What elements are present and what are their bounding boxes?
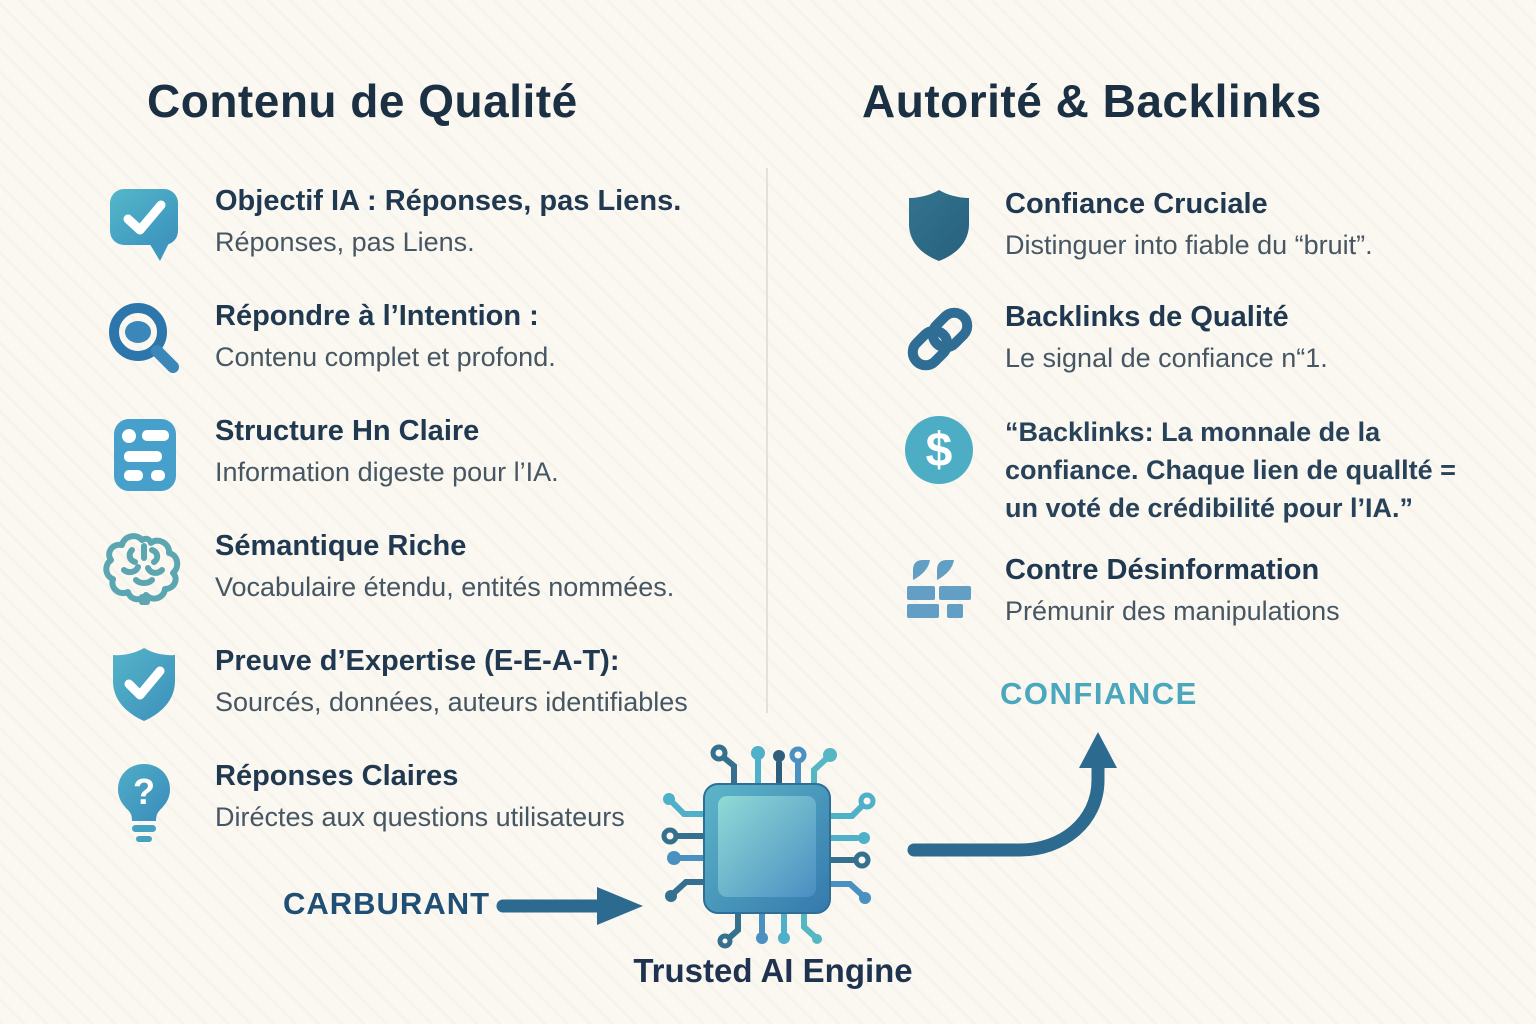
right-column-title: Autorité & Backlinks	[862, 75, 1322, 127]
quote-block: “Backlinks: La monnale de la confiance. …	[1005, 412, 1456, 527]
list-item: Objectif IA : Réponses, pas Liens. Répon…	[102, 183, 792, 298]
item-subtitle: Diréctes aux questions utilisateurs	[215, 802, 625, 832]
ai-chip-icon	[646, 736, 894, 951]
link-icon	[903, 299, 977, 377]
item-subtitle: Sourcés, données, auteurs identifiables	[215, 687, 688, 717]
right-column-list: Confiance Cruciale Distinguer into fiabl…	[903, 186, 1463, 665]
curved-arrow-up-icon	[902, 722, 1127, 867]
brick-wall-icon	[903, 552, 977, 630]
item-subtitle: Vocabulaire étendu, entités nommées.	[215, 572, 675, 602]
bulb-question-icon: ?	[102, 758, 190, 842]
confiance-label: CONFIANCE	[1000, 676, 1198, 711]
engine-label: Trusted AI Engine	[633, 952, 913, 989]
left-column-list: Objectif IA : Réponses, pas Liens. Répon…	[102, 183, 792, 873]
list-item: Confiance Cruciale Distinguer into fiabl…	[903, 186, 1463, 299]
left-column-title: Contenu de Qualité	[147, 75, 578, 127]
svg-text:$: $	[926, 424, 953, 477]
item-title: Réponses Claires	[215, 760, 459, 792]
quote-line: confiance. Chaque lien de quallté =	[1005, 455, 1456, 485]
item-subtitle: Réponses, pas Liens.	[215, 227, 475, 257]
carburant-label: CARBURANT	[283, 886, 491, 921]
list-item: Backlinks de Qualité Le signal de confia…	[903, 299, 1463, 412]
item-subtitle: Distinguer into fiable du “bruit”.	[1005, 230, 1373, 260]
list-item: ? Réponses Claires Diréctes aux question…	[102, 758, 792, 873]
item-title: Contre Désinformation	[1005, 554, 1320, 586]
item-subtitle: Contenu complet et profond.	[215, 342, 556, 372]
list-icon	[102, 413, 190, 497]
column-divider	[766, 168, 768, 713]
quote-line: “Backlinks: La monnale de la	[1005, 417, 1381, 447]
item-subtitle: Le signal de confiance n“1.	[1005, 343, 1328, 373]
item-title: Objectif IA : Réponses, pas Liens.	[215, 185, 682, 217]
item-title: Sémantique Riche	[215, 530, 467, 562]
list-item: Sémantique Riche Vocabulaire étendu, ent…	[102, 528, 792, 643]
dollar-icon: $	[903, 412, 977, 490]
item-subtitle: Information digeste pour l’IA.	[215, 457, 559, 487]
item-title: Confiance Cruciale	[1005, 188, 1268, 220]
list-item: Preuve d’Expertise (E-E-A-T): Sourcés, d…	[102, 643, 792, 758]
brain-icon	[102, 528, 190, 612]
item-title: Preuve d’Expertise (E-E-A-T):	[215, 645, 620, 677]
chat-check-icon	[102, 183, 190, 267]
item-subtitle: Prémunir des manipulations	[1005, 596, 1340, 626]
item-title: Structure Hn Claire	[215, 415, 480, 447]
list-item: Structure Hn Claire Information digeste …	[102, 413, 792, 528]
search-icon	[102, 298, 190, 382]
quote-line: un voté de crédibilité pour l’IA.”	[1005, 493, 1414, 523]
shield-icon	[903, 186, 977, 264]
list-item: Contre Désinformation Prémunir des manip…	[903, 552, 1463, 665]
item-title: Backlinks de Qualité	[1005, 301, 1289, 333]
right-arrow-icon	[495, 882, 650, 930]
item-title: Répondre à l’Intention :	[215, 300, 539, 332]
shield-check-icon	[102, 643, 190, 727]
list-item: Répondre à l’Intention : Contenu complet…	[102, 298, 792, 413]
svg-text:?: ?	[133, 771, 155, 812]
list-item: $ “Backlinks: La monnale de la confiance…	[903, 412, 1463, 552]
